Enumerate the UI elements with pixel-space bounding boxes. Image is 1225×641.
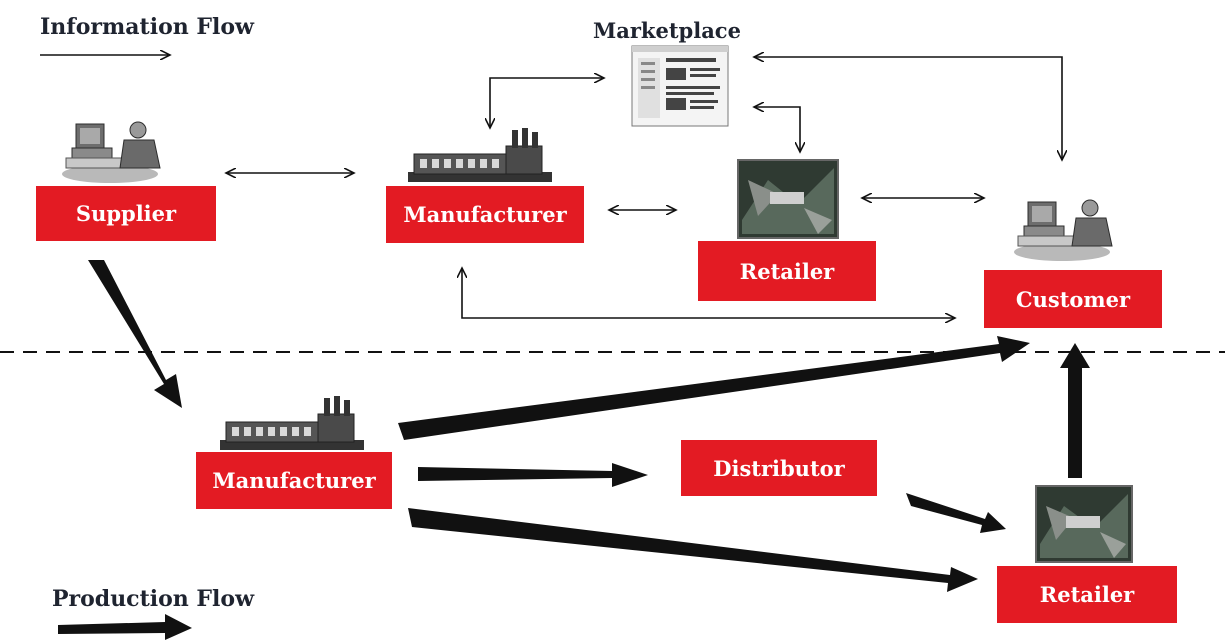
arrow-manufacturer-to-customer [398, 336, 1030, 440]
marketplace-web-page-icon [631, 45, 729, 127]
arrow-manufacturer-to-retailer [408, 508, 978, 592]
node-customer: Customer [984, 270, 1162, 328]
arrow-distributor-to-retailer [906, 493, 1006, 533]
node-manufacturer-bottom: Manufacturer [196, 452, 392, 509]
retailer-top-store-icon [737, 159, 839, 239]
arrow-retailer-to-customer [1060, 343, 1090, 478]
node-manufacturer-top: Manufacturer [386, 186, 584, 243]
legend-production-flow-label: Production Flow [52, 586, 255, 612]
arrow-manufacturer-customer [462, 268, 955, 318]
marketplace-label: Marketplace [593, 18, 741, 43]
arrow-marketplace-customer [754, 57, 1062, 160]
manufacturer-bottom-factory-icon [220, 396, 364, 450]
manufacturer-top-factory-icon [408, 128, 552, 182]
legend-information-flow-label: Information Flow [40, 14, 254, 40]
node-retailer-bottom: Retailer [997, 566, 1177, 623]
arrow-marketplace-retailer [754, 107, 800, 152]
customer-person-computer-icon [1014, 199, 1113, 261]
information-flow-arrows [226, 57, 1062, 318]
arrow-supplier-to-manufacturer [88, 260, 182, 408]
arrow-manufacturer-to-distributor [418, 463, 648, 487]
retailer-bottom-store-icon [1035, 485, 1133, 563]
arrow-manufacturer-marketplace [490, 78, 604, 128]
node-distributor: Distributor [681, 440, 877, 496]
supplier-person-computer-icon [62, 121, 161, 183]
legend-production-arrow [58, 614, 192, 640]
node-retailer-top: Retailer [698, 241, 876, 301]
production-flow-arrows [88, 260, 1090, 592]
node-supplier: Supplier [36, 186, 216, 241]
